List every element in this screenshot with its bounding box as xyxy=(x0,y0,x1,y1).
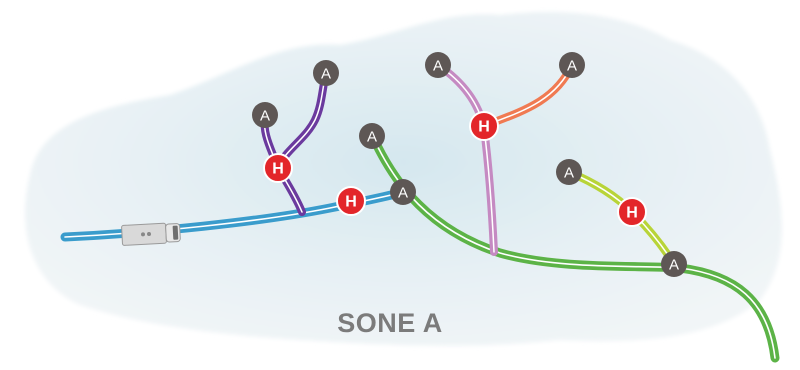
node-a-purple-top: A xyxy=(313,60,339,86)
road-green xyxy=(368,132,780,363)
svg-text:H: H xyxy=(345,194,357,211)
background-area xyxy=(25,11,782,346)
svg-text:A: A xyxy=(398,185,408,202)
node-a-lime-top: A xyxy=(556,159,582,185)
zone-label: SONE A xyxy=(337,308,443,338)
svg-text:A: A xyxy=(321,66,331,83)
node-a-green-start: A xyxy=(359,123,385,149)
svg-text:H: H xyxy=(626,205,638,222)
node-a-junction: A xyxy=(390,179,416,205)
svg-text:A: A xyxy=(433,58,443,75)
svg-text:H: H xyxy=(478,119,490,136)
svg-text:H: H xyxy=(272,161,284,178)
node-a-purple-left: A xyxy=(252,102,278,128)
node-a-pink-top: A xyxy=(425,52,451,78)
svg-text:A: A xyxy=(669,257,679,274)
node-h-lime: H xyxy=(617,197,647,227)
node-a-orange-top: A xyxy=(559,52,585,78)
svg-text:A: A xyxy=(564,165,574,182)
node-a-green-lime: A xyxy=(661,251,687,277)
truck-icon xyxy=(121,222,181,246)
node-h-blue: H xyxy=(336,186,366,216)
svg-text:A: A xyxy=(367,129,377,146)
node-h-purple: H xyxy=(263,153,293,183)
node-h-pink-orange: H xyxy=(469,111,499,141)
svg-text:A: A xyxy=(260,108,270,125)
svg-text:A: A xyxy=(567,58,577,75)
